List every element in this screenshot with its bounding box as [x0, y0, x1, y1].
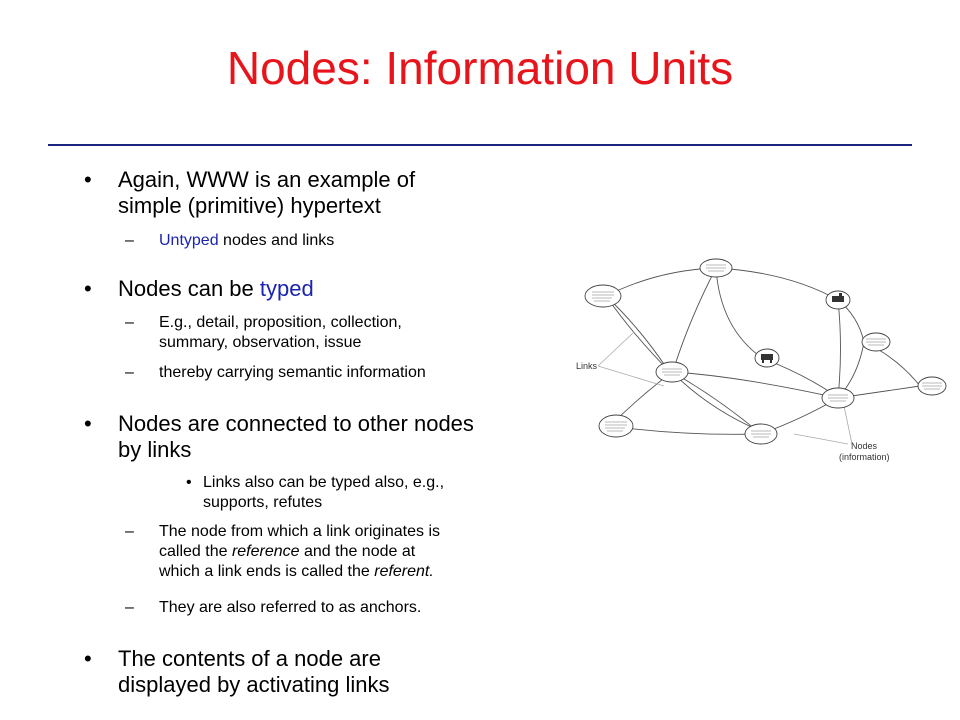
node-shapes — [584, 258, 947, 445]
bullet-marker: • — [84, 411, 92, 436]
sub-bullet-text-line: summary, observation, issue — [159, 334, 362, 351]
bullet-text-line: by links — [118, 437, 192, 462]
bullet-marker: • — [84, 646, 92, 671]
referent-term: referent. — [374, 563, 434, 580]
bullet-text-line: Again, WWW is an example of — [118, 167, 416, 192]
untyped-word: Untyped — [159, 232, 219, 249]
bullet-text: Nodes can be — [118, 276, 260, 301]
sub-bullet-text-line: Links also can be typed also, e.g., — [203, 474, 445, 491]
callout-lines — [597, 331, 853, 445]
hypertext-network-diagram: Links Nodes (information) — [576, 258, 947, 462]
bullet-text-line: The contents of a node are — [118, 646, 381, 671]
dash-marker: – — [125, 523, 134, 540]
dash-marker: – — [125, 364, 134, 381]
links-label: Links — [576, 361, 598, 371]
text-fragment: which a link ends is called the — [159, 563, 375, 580]
nodes-label-sub: (information) — [839, 452, 890, 462]
bullet-text-line: displayed by activating links — [118, 672, 390, 697]
node-content-lines — [592, 264, 942, 438]
sub-bullet-text-line: which a link ends is called the referent… — [159, 562, 559, 582]
sub-bullet-text-line: called the reference and the node at — [159, 542, 559, 562]
sub-bullet-text-line: The node from which a link originates is — [159, 523, 441, 540]
nodes-label: Nodes — [851, 441, 878, 451]
sub-bullet-text: They are also referred to as anchors. — [159, 599, 422, 616]
sub-bullet-text: thereby carrying semantic information — [159, 364, 426, 381]
node-pictograms — [761, 293, 844, 363]
sub-bullet-text: nodes and links — [218, 232, 335, 249]
bullet-marker: • — [186, 474, 192, 491]
node — [584, 284, 622, 308]
bullet-marker: • — [84, 167, 92, 192]
dash-marker: – — [125, 232, 134, 249]
bullet-text-line: Nodes are connected to other nodes — [118, 411, 474, 436]
text-fragment: and the node at — [299, 543, 416, 560]
reference-term: reference — [231, 543, 300, 560]
typed-word: typed — [259, 276, 314, 301]
bullet-text-line: simple (primitive) hypertext — [118, 193, 381, 218]
node — [598, 414, 634, 438]
sub-bullet-text-line: E.g., detail, proposition, collection, — [159, 314, 402, 331]
page-title: Nodes: Information Units — [226, 42, 734, 94]
bullet-marker: • — [84, 276, 92, 301]
text-fragment: called the — [159, 543, 232, 560]
sub-bullet-text-line: supports, refutes — [203, 494, 323, 511]
dash-marker: – — [125, 599, 134, 616]
title-divider — [48, 144, 912, 146]
dash-marker: – — [125, 314, 134, 331]
